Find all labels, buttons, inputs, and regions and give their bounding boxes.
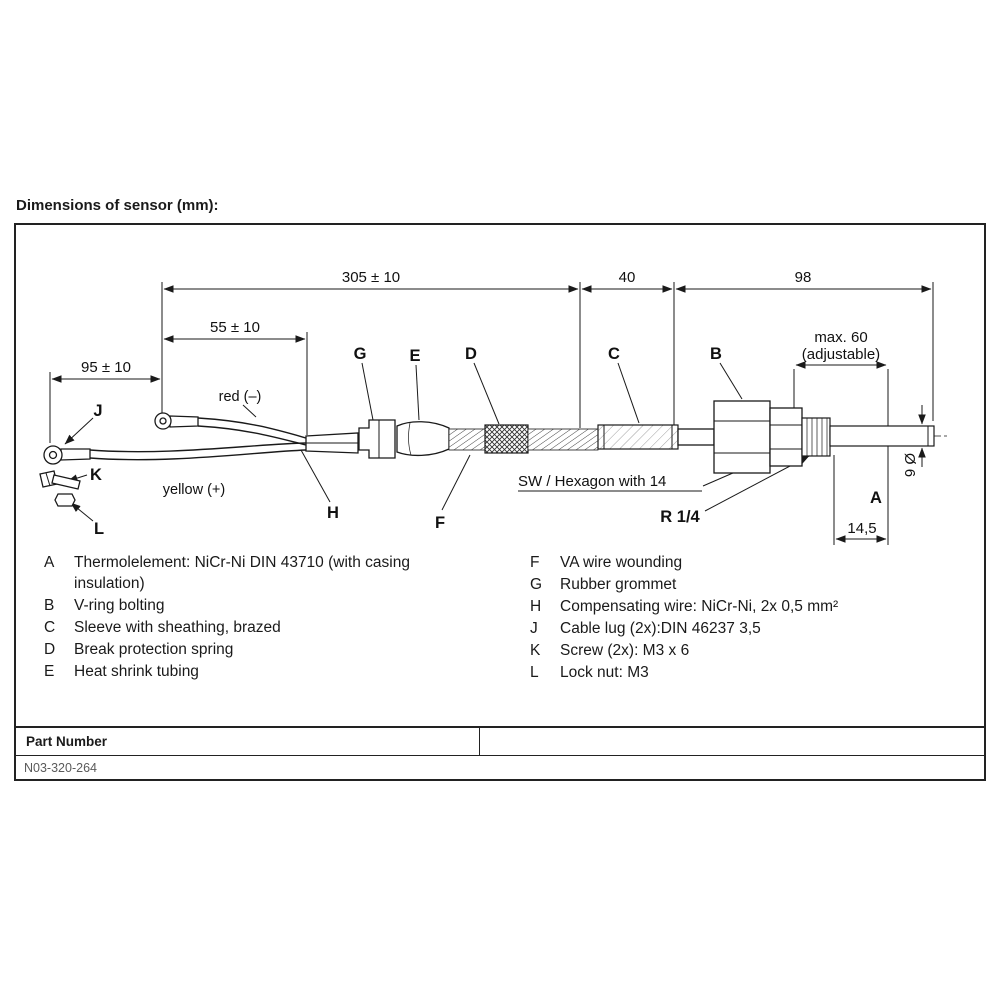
thread-note-r14: R 1/4	[660, 508, 700, 526]
callout-J: J	[93, 402, 102, 420]
legend-item-E: E Heat shrink tubing	[44, 661, 530, 682]
legend-text: Screw (2x): M3 x 6	[560, 642, 690, 659]
legend-item-K: K Screw (2x): M3 x 6	[530, 640, 838, 661]
v-ring-bolting-shape	[713, 400, 803, 474]
legend-item-G: G Rubber grommet	[530, 574, 838, 595]
legend-key: G	[530, 576, 543, 593]
legend-text: Compensating wire: NiCr-Ni, 2x 0,5 mm²	[560, 598, 839, 615]
compensating-wires	[89, 417, 359, 461]
legend-item-D: D Break protection spring	[44, 639, 530, 660]
hexagon-note: SW / Hexagon with 14	[518, 473, 666, 490]
connecting-tube-shape	[677, 428, 715, 446]
rubber-grommet-shape	[358, 419, 396, 459]
callout-K: K	[90, 466, 102, 484]
legend-key: J	[530, 620, 538, 637]
part-table-header-spacer	[480, 728, 984, 755]
document-page: Dimensions of sensor (mm):	[14, 197, 986, 781]
protection-spring-shape	[484, 424, 529, 454]
wire-label-red: red (–)	[219, 389, 262, 405]
callout-H: H	[327, 504, 339, 522]
dim-adjustable: (adjustable)	[802, 346, 880, 363]
legend-column-right: F VA wire wounding G Rubber grommet H Co…	[530, 552, 838, 684]
dim-55: 55 ± 10	[210, 319, 260, 336]
wire-winding-shape-2	[527, 428, 599, 451]
callout-G: G	[354, 345, 367, 363]
callout-L: L	[94, 520, 104, 538]
callout-F: F	[435, 514, 445, 532]
legend-item-B: B V-ring bolting	[44, 595, 530, 616]
legend-column-left: A Thermolelement: NiCr-Ni DIN 43710 (wit…	[44, 552, 530, 684]
sensor-assembly	[39, 400, 950, 507]
probe-shape	[829, 425, 935, 447]
wire-label-yellow: yellow (+)	[163, 482, 225, 498]
legend-item-A: A Thermolelement: NiCr-Ni DIN 43710 (wit…	[44, 552, 530, 594]
dim-14-5: 14,5	[847, 520, 876, 537]
part-number-value: N03-320-264	[24, 760, 97, 775]
legend-key: E	[44, 663, 55, 680]
callout-C: C	[608, 345, 620, 363]
thread-shape	[801, 417, 831, 457]
callout-B: B	[710, 345, 722, 363]
legend-text: V-ring bolting	[74, 597, 165, 614]
callout-D: D	[465, 345, 477, 363]
dim-305: 305 ± 10	[342, 269, 400, 286]
sensor-diagram-panel: 305 ± 10 40 98 55 ± 10 95 ± 10 max. 60 (…	[14, 223, 986, 728]
heat-shrink-tubing-shape	[396, 421, 450, 457]
extension-lines	[49, 282, 934, 545]
legend-text: Lock nut: M3	[560, 664, 649, 681]
legend-item-C: C Sleeve with sheathing, brazed	[44, 617, 530, 638]
dim-max60: max. 60	[814, 329, 867, 346]
legend-key: C	[44, 619, 56, 636]
legend-text: Break protection spring	[74, 641, 234, 658]
legend-item-H: H Compensating wire: NiCr-Ni, 2x 0,5 mm²	[530, 596, 838, 617]
legend-item-F: F VA wire wounding	[530, 552, 838, 573]
legend-key: D	[44, 641, 56, 658]
legend-key: L	[530, 664, 539, 681]
legend-text: Thermolelement: NiCr-Ni DIN 43710 (with …	[74, 554, 410, 592]
screw-shape	[39, 470, 81, 490]
legend-text: VA wire wounding	[560, 554, 683, 571]
legend-key: H	[530, 598, 542, 615]
dim-40: 40	[619, 269, 636, 286]
dim-95: 95 ± 10	[81, 359, 131, 376]
legend-text: Rubber grommet	[560, 576, 677, 593]
part-number-table: Part Number N03-320-264	[14, 728, 986, 781]
legend-key: A	[44, 554, 55, 571]
page-title: Dimensions of sensor (mm):	[16, 197, 219, 214]
legend-text: Sleeve with sheathing, brazed	[74, 619, 281, 636]
legend: A Thermolelement: NiCr-Ni DIN 43710 (wit…	[16, 545, 984, 684]
part-table-header-row: Part Number	[16, 728, 984, 756]
lock-nut-shape	[54, 493, 76, 507]
dim-diameter-6: Ø 6	[901, 453, 918, 477]
part-number-header: Part Number	[16, 728, 480, 755]
legend-text: Heat shrink tubing	[74, 663, 199, 680]
legend-key: K	[530, 642, 541, 659]
sleeve-shape	[597, 424, 679, 450]
wire-winding-shape	[448, 428, 486, 451]
dim-98: 98	[795, 269, 812, 286]
legend-text: Cable lug (2x):DIN 46237 3,5	[560, 620, 761, 637]
sensor-technical-drawing: 305 ± 10 40 98 55 ± 10 95 ± 10 max. 60 (…	[39, 269, 950, 545]
legend-key: F	[530, 554, 540, 571]
callout-A: A	[870, 489, 882, 507]
cable-lug-bottom	[43, 445, 91, 465]
dimension-lines	[51, 285, 932, 543]
legend-key: B	[44, 597, 55, 614]
legend-item-L: L Lock nut: M3	[530, 662, 838, 683]
legend-item-J: J Cable lug (2x):DIN 46237 3,5	[530, 618, 838, 639]
callout-E: E	[409, 347, 420, 365]
cable-lug-top	[154, 412, 199, 430]
